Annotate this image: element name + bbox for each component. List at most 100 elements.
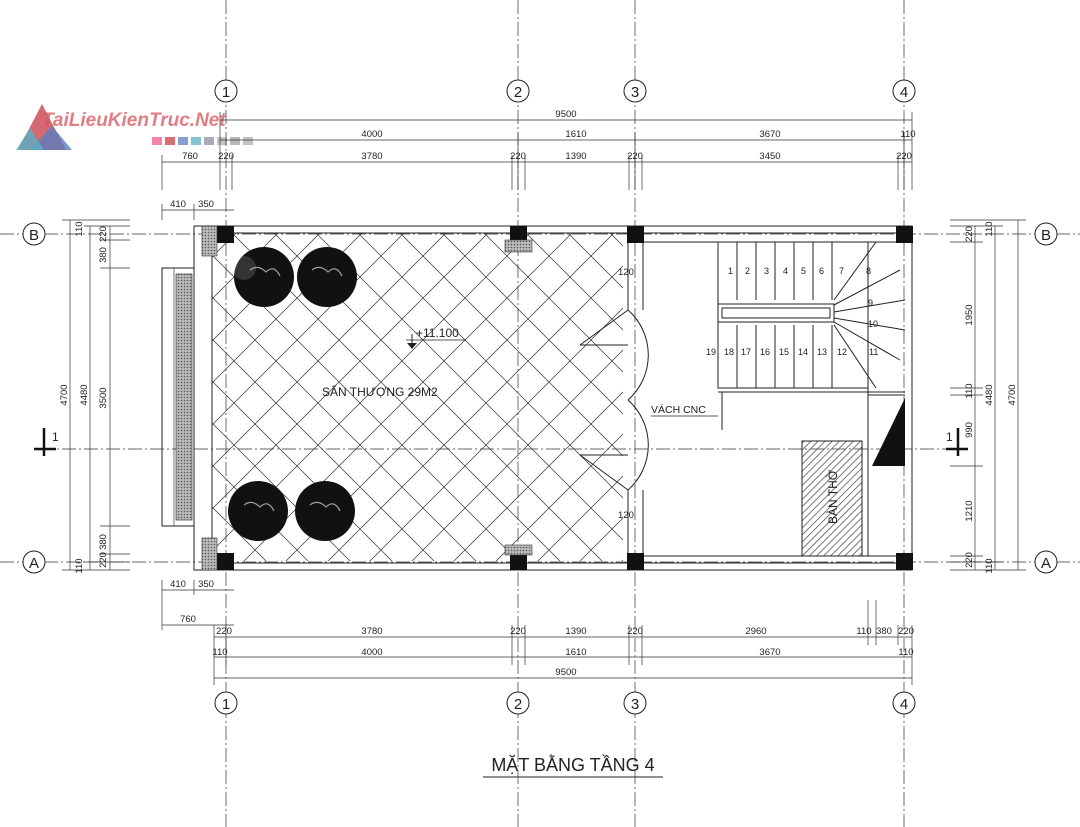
axis-bubble-4-top: 4: [892, 79, 916, 103]
svg-text:410: 410: [170, 579, 186, 590]
svg-text:3780: 3780: [361, 151, 382, 162]
svg-text:220: 220: [898, 626, 914, 637]
section-mark-left: 1: [34, 428, 59, 456]
svg-text:220: 220: [216, 626, 232, 637]
svg-text:A: A: [1041, 555, 1051, 572]
level-marker: +11.100: [406, 326, 466, 349]
tree-icons: [228, 247, 357, 541]
svg-text:7: 7: [839, 266, 844, 276]
svg-text:4700: 4700: [59, 384, 70, 405]
svg-text:110: 110: [74, 221, 85, 236]
top-dim-total: 9500: [555, 109, 576, 120]
svg-text:220: 220: [98, 552, 109, 568]
svg-text:110: 110: [964, 383, 975, 398]
svg-text:4: 4: [900, 84, 908, 101]
svg-text:9: 9: [868, 298, 873, 308]
terrace-label: SÂN THƯỢNG 29M2: [322, 384, 438, 399]
svg-text:4000: 4000: [361, 647, 382, 658]
svg-text:350: 350: [198, 579, 214, 590]
axis-bubble-1-bottom: 1: [214, 691, 238, 715]
svg-text:3: 3: [631, 696, 639, 713]
svg-text:110: 110: [74, 558, 85, 573]
bottom-dim-total: 9500: [555, 667, 576, 678]
svg-text:3670: 3670: [759, 129, 780, 140]
altar: BÀN THỜ: [801, 440, 863, 557]
axis-bubble-A-right: A: [1034, 550, 1058, 574]
svg-text:760: 760: [180, 614, 196, 625]
svg-text:990: 990: [964, 422, 975, 438]
svg-text:3670: 3670: [759, 647, 780, 658]
columns: [217, 226, 913, 570]
svg-text:1210: 1210: [964, 500, 975, 521]
svg-text:11: 11: [869, 347, 878, 357]
svg-text:380: 380: [98, 247, 109, 263]
axis-bubble-1-top: 1: [214, 79, 238, 103]
svg-text:3500: 3500: [98, 387, 109, 408]
svg-text:15: 15: [779, 347, 789, 357]
tree-icon: [232, 247, 294, 307]
axis-bubble-B-left: B: [22, 222, 46, 246]
svg-text:18: 18: [724, 347, 734, 357]
stair-step-numbers: 1 2 3 4 5 6 7 8 9 10 11 12 13 14 15 16 1…: [706, 266, 878, 357]
tree-icon: [297, 247, 357, 307]
svg-text:110: 110: [898, 647, 913, 658]
axis-bubble-4-bottom: 4: [892, 691, 916, 715]
right-dimension-lines: [950, 219, 1026, 571]
svg-text:2: 2: [745, 266, 750, 276]
svg-text:220: 220: [218, 151, 234, 162]
parapet-planter: [161, 267, 195, 527]
axis-bubbles: 1 2 3 4 1 2 3 4 B A B A: [22, 79, 1058, 715]
svg-text:1: 1: [222, 696, 230, 713]
watermark-logo: TaiLieuKienTruc.Net: [16, 104, 253, 150]
svg-text:4: 4: [783, 266, 788, 276]
svg-text:B: B: [29, 227, 39, 244]
svg-text:14: 14: [798, 347, 808, 357]
drawing-title: MẶT BẰNG TẦNG 4: [483, 754, 663, 778]
svg-text:110: 110: [984, 221, 995, 236]
svg-text:1390: 1390: [565, 626, 586, 637]
column-bases: [201, 225, 533, 571]
partition-label: VÁCH CNC: [651, 403, 706, 416]
svg-text:1: 1: [222, 84, 230, 101]
svg-text:110: 110: [856, 626, 871, 637]
svg-text:13: 13: [817, 347, 827, 357]
svg-text:220: 220: [510, 626, 526, 637]
section-mark-right: 1: [946, 428, 968, 456]
svg-text:17: 17: [741, 347, 751, 357]
svg-text:760: 760: [182, 151, 198, 162]
svg-text:3: 3: [631, 84, 639, 101]
svg-text:+11.100: +11.100: [416, 326, 459, 340]
axis-bubble-2-top: 2: [506, 79, 530, 103]
axis-bubble-3-top: 3: [623, 79, 647, 103]
small-dim-bottom: 120: [618, 510, 634, 521]
svg-text:B: B: [1041, 227, 1051, 244]
svg-text:110: 110: [212, 647, 227, 658]
left-dimension-lines: [62, 219, 130, 571]
svg-text:4000: 4000: [361, 129, 382, 140]
svg-text:MẶT BẰNG TẦNG 4: MẶT BẰNG TẦNG 4: [491, 754, 654, 775]
svg-text:16: 16: [760, 347, 770, 357]
tree-icon: [228, 481, 288, 541]
svg-text:4480: 4480: [984, 384, 995, 405]
svg-text:4: 4: [900, 696, 908, 713]
svg-text:1610: 1610: [565, 129, 586, 140]
svg-text:3450: 3450: [759, 151, 780, 162]
svg-text:350: 350: [198, 199, 214, 210]
svg-text:2: 2: [514, 696, 522, 713]
svg-text:220: 220: [510, 151, 526, 162]
svg-text:A: A: [29, 555, 39, 572]
axis-bubble-3-bottom: 3: [623, 691, 647, 715]
svg-text:220: 220: [896, 151, 912, 162]
svg-text:3780: 3780: [361, 626, 382, 637]
svg-text:1950: 1950: [964, 304, 975, 325]
svg-text:6: 6: [819, 266, 824, 276]
axis-bubble-A-left: A: [22, 550, 46, 574]
svg-text:19: 19: [706, 347, 716, 357]
svg-text:4700: 4700: [1007, 384, 1018, 405]
svg-text:10: 10: [868, 319, 878, 329]
altar-label: BÀN THỜ: [825, 469, 840, 524]
svg-text:220: 220: [964, 552, 975, 568]
svg-text:3: 3: [764, 266, 769, 276]
tree-icon: [295, 481, 355, 541]
